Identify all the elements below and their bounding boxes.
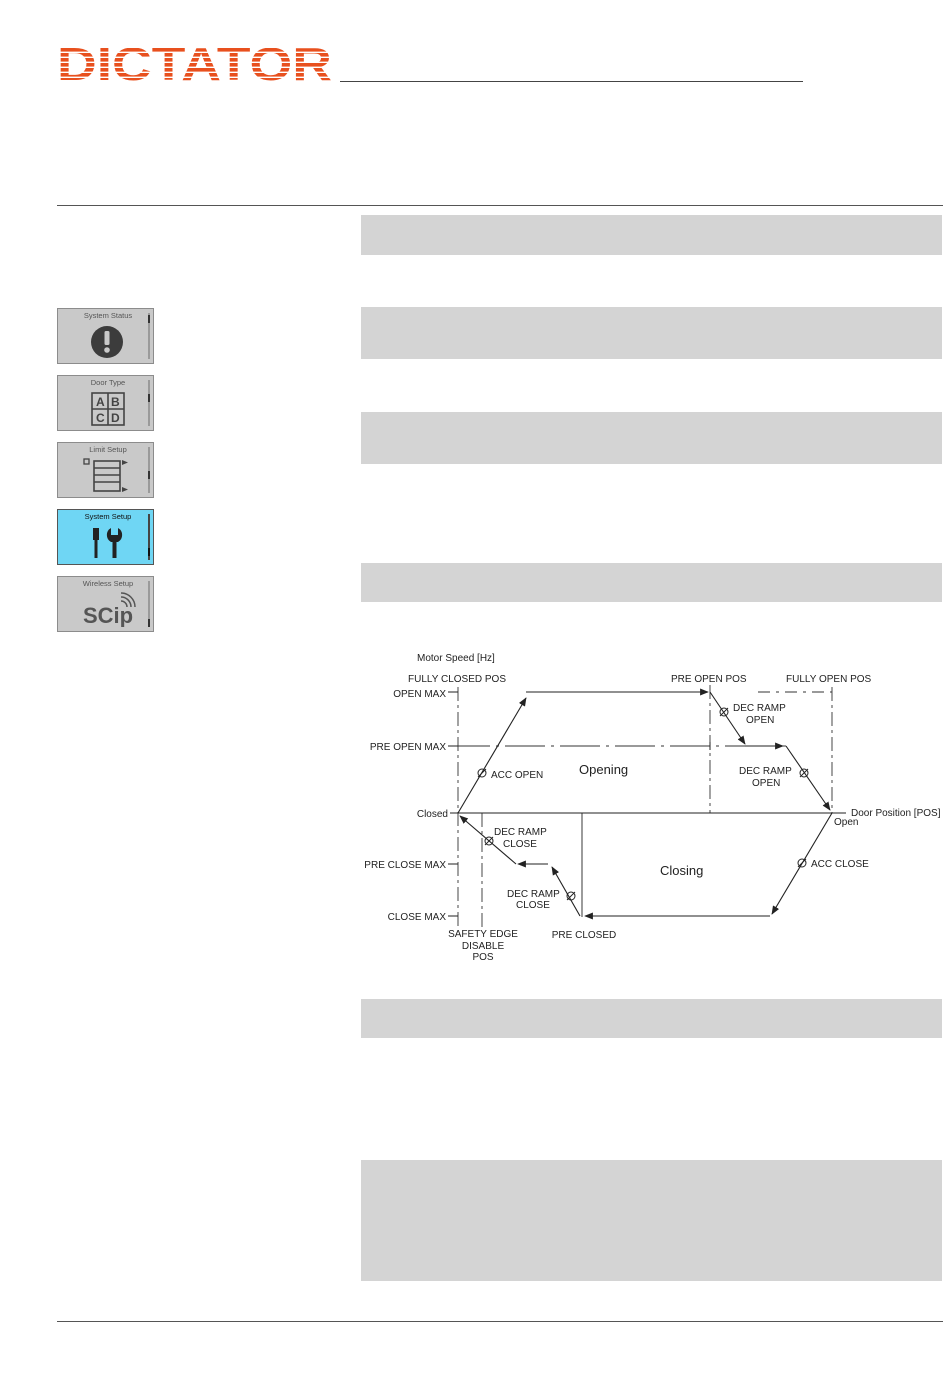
menu-tile-label: Door Type <box>90 378 126 387</box>
tile-scrollbar <box>148 380 150 426</box>
content-bar <box>361 215 942 255</box>
open-position-label: Open <box>834 817 858 828</box>
pre-closed-label: PRE CLOSED <box>552 930 616 941</box>
pre-open-pos-label: PRE OPEN POS <box>671 674 747 685</box>
tile-scrollbar <box>148 447 150 493</box>
header-rule <box>340 81 803 82</box>
tile-scrollbar <box>148 514 150 560</box>
fully-open-pos-label: FULLY OPEN POS <box>786 674 872 685</box>
dec-ramp-open-label: OPEN <box>746 715 774 726</box>
footer-rule <box>57 1321 943 1322</box>
menu-tile-system-setup[interactable]: System Setup <box>57 509 154 565</box>
content-bar <box>361 1160 942 1281</box>
tile-scrollbar <box>148 313 150 359</box>
acc-open-label: ACC OPEN <box>491 770 543 781</box>
open-max-label: OPEN MAX <box>393 689 446 700</box>
menu-tile-system-status[interactable]: System Status <box>57 308 154 364</box>
tile-scrollbar <box>148 581 150 627</box>
svg-text:B: B <box>111 395 120 409</box>
dec-ramp-close-label: CLOSE <box>516 900 550 911</box>
parameter-markers <box>477 707 809 901</box>
motor-speed-diagram: Motor Speed [Hz] FULLY CLOSED POS PRE OP… <box>364 653 941 963</box>
content-bar <box>361 412 942 464</box>
fully-closed-pos-label: FULLY CLOSED POS <box>408 674 506 685</box>
abcd-grid-icon: A B C D <box>91 392 125 426</box>
dec-ramp-open-label: OPEN <box>752 778 780 789</box>
menu-tile-label: Limit Setup <box>89 445 127 454</box>
tools-icon <box>93 528 123 558</box>
menu-tile-label: Wireless Setup <box>82 579 134 588</box>
x-axis-title: Door Position [POS] <box>851 808 941 819</box>
menu-tile-wireless-setup[interactable]: Wireless Setup SCip <box>57 576 154 632</box>
svg-text:A: A <box>96 395 105 409</box>
opening-region-label: Opening <box>579 762 628 777</box>
section-divider <box>57 205 943 206</box>
dec-ramp-close-label: CLOSE <box>503 839 537 850</box>
level-guide-lines <box>450 691 832 747</box>
closing-region-label: Closing <box>660 863 703 878</box>
safety-edge-label: POS <box>472 952 493 963</box>
content-bar <box>361 999 942 1038</box>
menu-tile-door-type[interactable]: Door Type A B C D <box>57 375 154 431</box>
opening-profile <box>457 688 831 814</box>
safety-edge-label: DISABLE <box>462 941 505 952</box>
pre-open-max-label: PRE OPEN MAX <box>370 742 446 753</box>
dictator-logo: DICTATOR <box>57 38 332 86</box>
svg-text:C: C <box>96 411 105 425</box>
svg-text:DICTATOR: DICTATOR <box>57 38 332 86</box>
door-limits-icon <box>83 458 128 492</box>
svg-text:D: D <box>111 411 120 425</box>
acc-close-label: ACC CLOSE <box>811 859 869 870</box>
dec-ramp-close-label: DEC RAMP <box>494 827 547 838</box>
svg-text:SCip: SCip <box>83 603 133 627</box>
scip-wireless-icon: SCip <box>83 592 136 627</box>
menu-tile-label: System Setup <box>84 512 132 521</box>
content-bar <box>361 563 942 602</box>
dec-ramp-open-label: DEC RAMP <box>739 766 792 777</box>
content-bar <box>361 307 942 359</box>
menu-tile-limit-setup[interactable]: Limit Setup <box>57 442 154 498</box>
close-max-label: CLOSE MAX <box>388 912 447 923</box>
y-axis-title: Motor Speed [Hz] <box>417 653 495 664</box>
safety-edge-label: SAFETY EDGE <box>448 929 518 940</box>
closed-label: Closed <box>417 809 448 820</box>
exclamation-icon <box>91 326 123 358</box>
dec-ramp-open-label: DEC RAMP <box>733 703 786 714</box>
menu-tile-label: System Status <box>83 311 133 320</box>
pre-close-max-label: PRE CLOSE MAX <box>364 860 446 871</box>
dec-ramp-close-label: DEC RAMP <box>507 889 560 900</box>
